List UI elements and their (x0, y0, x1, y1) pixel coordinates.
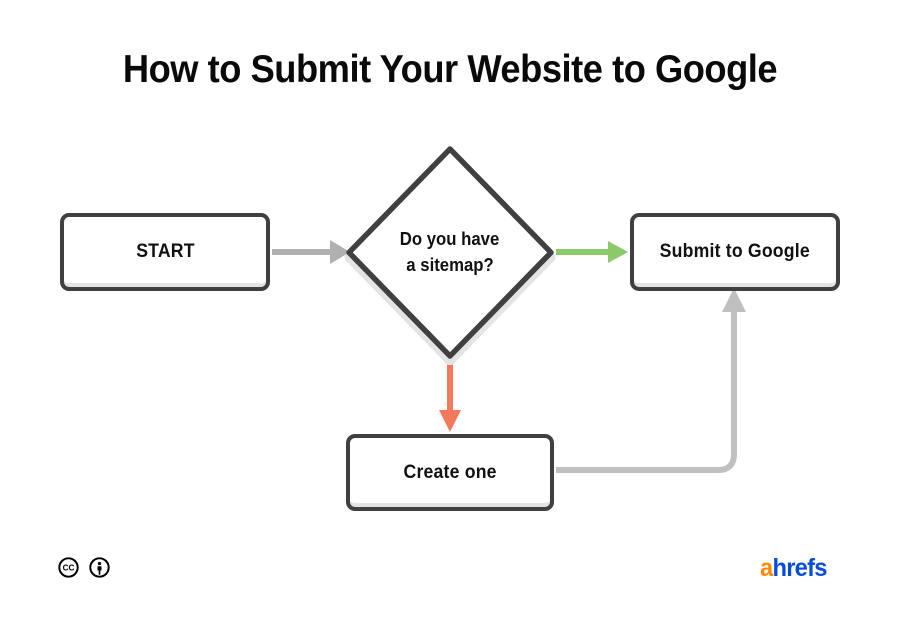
edge-start-to-decision (272, 240, 350, 264)
edge-create-to-submit (556, 288, 746, 473)
diamond-shape (344, 146, 556, 365)
node-decision[interactable]: Do you have a sitemap? (340, 140, 560, 365)
node-start[interactable]: START (60, 213, 270, 291)
node-submit-to-google[interactable]: Submit to Google (630, 213, 840, 291)
node-create-label: Create one (403, 461, 497, 483)
edge-decision-to-create (439, 356, 461, 432)
ahrefs-logo-rest: hrefs (772, 554, 827, 582)
node-submit-label: Submit to Google (659, 241, 811, 262)
cc-icon: CC (58, 557, 79, 578)
edge-decision-to-submit (556, 241, 628, 263)
node-create-one[interactable]: Create one (346, 434, 554, 511)
cc-by-icon (89, 557, 110, 578)
page-title: How to Submit Your Website to Google (122, 48, 778, 91)
node-start-label: START (135, 241, 195, 262)
svg-text:CC: CC (63, 563, 75, 572)
creative-commons-license: CC (58, 557, 110, 578)
ahrefs-logo-a: a (760, 554, 773, 582)
ahrefs-logo: ahrefs (760, 556, 827, 581)
